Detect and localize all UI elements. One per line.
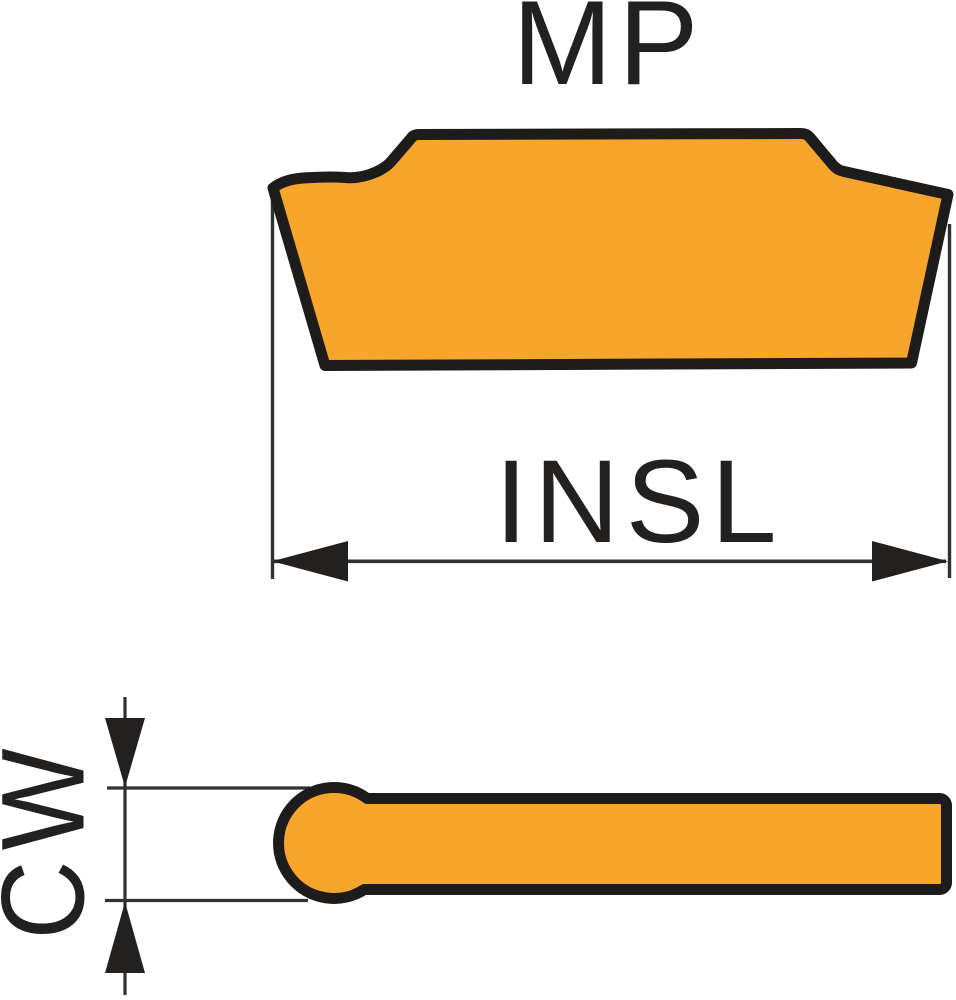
svg-text:INSL: INSL xyxy=(495,436,783,568)
svg-text:C: C xyxy=(0,860,110,939)
svg-text:MP: MP xyxy=(512,0,704,110)
svg-text:W: W xyxy=(0,748,110,850)
